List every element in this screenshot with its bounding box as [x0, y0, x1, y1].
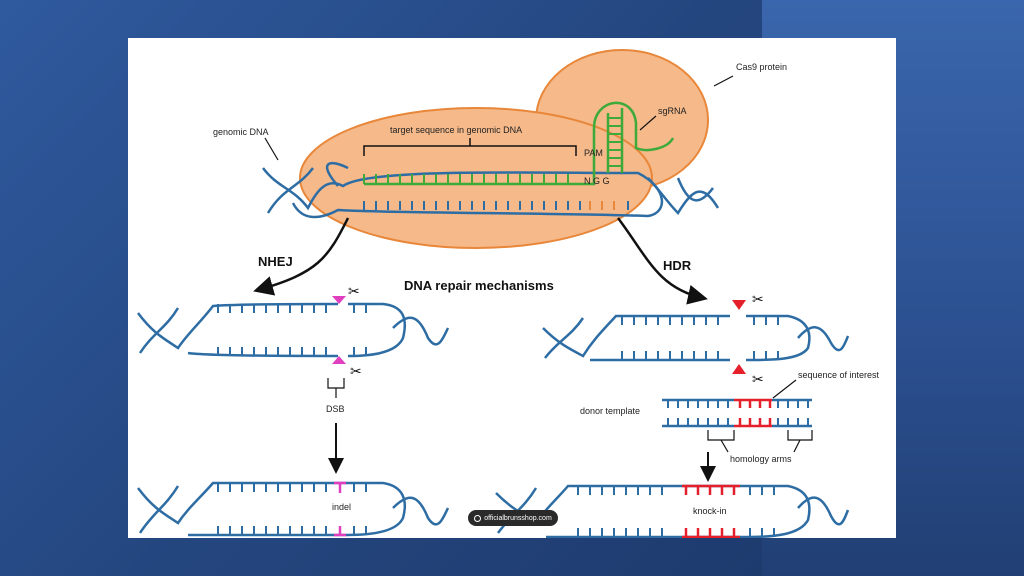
- pam-label: PAM: [584, 148, 603, 158]
- hdr-cut-marker-bottom: [732, 364, 746, 374]
- nhej-cut-dna: [137, 302, 450, 358]
- top-dna: [262, 161, 720, 219]
- scissors-icon: ✂: [752, 291, 764, 307]
- nhej-repaired-dna: [137, 481, 450, 537]
- dsb-bracket: [327, 378, 345, 389]
- indel-label: indel: [332, 502, 351, 512]
- donor-rungs: [667, 400, 809, 426]
- hdr-repaired-rungs: [577, 486, 775, 537]
- homology-arms-label: homology arms: [730, 454, 792, 464]
- hdr-arrow: [616, 217, 708, 305]
- dsb-label: DSB: [326, 404, 345, 414]
- scissors-icon: ✂: [752, 371, 764, 387]
- target-sequence-label: target sequence in genomic DNA: [390, 125, 522, 135]
- watermark-badge[interactable]: officialbrunsshop.com: [468, 510, 558, 526]
- nhej-label: NHEJ: [258, 254, 293, 269]
- nhej-rungs: [217, 304, 367, 356]
- repair-title: DNA repair mechanisms: [404, 278, 554, 293]
- link-icon: [474, 514, 482, 522]
- nhej-repaired-rungs: [217, 483, 367, 535]
- nhej-cut-marker-bottom: [332, 356, 346, 364]
- cas9-label: Cas9 protein: [736, 62, 787, 72]
- knock-in-segment: [682, 484, 740, 538]
- sequence-of-interest-label: sequence of interest: [798, 370, 880, 380]
- scissors-icon: ✂: [350, 363, 362, 379]
- hdr-label: HDR: [663, 258, 692, 273]
- nhej-arrow: [253, 217, 350, 296]
- top-dna-rungs: [363, 201, 629, 210]
- hdr-rungs: [621, 316, 779, 360]
- scissors-icon: ✂: [348, 283, 360, 299]
- pam-rungs: [589, 201, 615, 210]
- sequence-of-interest: [734, 398, 772, 428]
- watermark-text: officialbrunsshop.com: [484, 514, 552, 522]
- nhej-cut-marker-top: [332, 296, 346, 304]
- crispr-diagram: genomic DNA target sequence in genomic D…: [137, 49, 880, 538]
- donor-template: [662, 398, 812, 428]
- knock-in-label: knock-in: [693, 506, 727, 516]
- diagram-card: genomic DNA target sequence in genomic D…: [128, 38, 896, 538]
- ngg-label: N G G: [584, 176, 610, 186]
- sgrna-rungs: [363, 117, 622, 184]
- donor-template-label: donor template: [580, 406, 640, 416]
- hdr-cut-marker-top: [732, 300, 746, 310]
- sgrna-label: sgRNA: [658, 106, 687, 116]
- hdr-cut-dna: [542, 314, 850, 362]
- indel-rungs: [334, 481, 346, 537]
- genomic-dna-label: genomic DNA: [213, 127, 269, 137]
